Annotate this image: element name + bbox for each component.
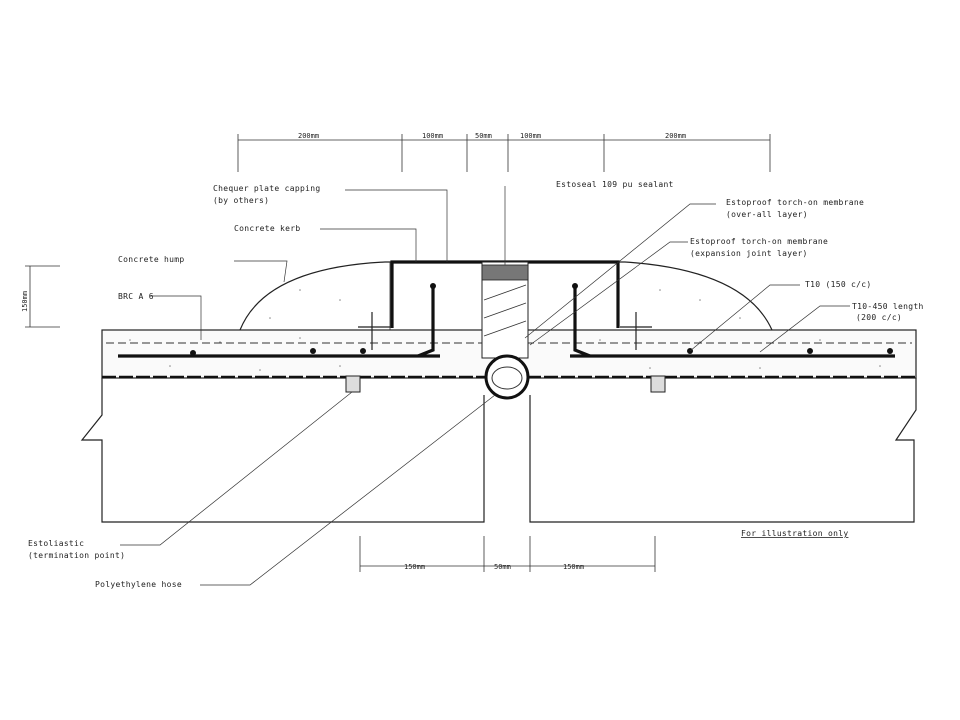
label-estoliastic-note: (termination point) [28, 551, 125, 560]
label-illustration-note: For illustration only [741, 529, 848, 538]
polyethylene-hose [484, 354, 530, 400]
label-concrete-hump: Concrete hump [118, 255, 185, 264]
dim-bottom-150-right: 150mm [563, 563, 584, 571]
label-t10-450-note: (200 c/c) [856, 313, 902, 322]
dim-top-100-right: 100mm [520, 132, 541, 140]
label-concrete-kerb: Concrete kerb [234, 224, 301, 233]
dim-bottom-150-left: 150mm [404, 563, 425, 571]
bent-bar-left [417, 286, 435, 358]
lower-slab-right [529, 378, 917, 523]
label-membrane-expansion: Estoproof torch-on membrane [690, 237, 828, 246]
anchor-bolts [358, 312, 652, 350]
joint-hatch [483, 284, 527, 337]
label-membrane-overall-note: (over-all layer) [726, 210, 808, 219]
dim-top-50: 50mm [475, 132, 492, 140]
label-chequer-plate: Chequer plate capping [213, 184, 320, 193]
hose-inner [491, 366, 523, 390]
bottom-dimension-line [359, 536, 656, 572]
dim-top-200-right: 200mm [665, 132, 686, 140]
leader-lines [120, 186, 850, 586]
dim-left-height: 150mm [21, 291, 29, 312]
estoliastic-block-right [650, 375, 666, 393]
dim-top-100-left: 100mm [422, 132, 443, 140]
estoliastic-block-left [345, 375, 361, 393]
label-estoseal: Estoseal 109 pu sealant [556, 180, 674, 189]
label-membrane-expansion-note: (expansion joint layer) [690, 249, 808, 258]
label-membrane-overall: Estoproof torch-on membrane [726, 198, 864, 207]
bent-bar-right [573, 286, 591, 358]
label-estoliastic: Estoliastic [28, 539, 84, 548]
label-t10-450: T10-450 length [852, 302, 924, 311]
concrete-speckle [129, 289, 881, 371]
lower-slab-left [80, 378, 485, 523]
estoseal-sealant [481, 264, 529, 281]
left-height-dimension [25, 265, 60, 328]
dim-bottom-50: 50mm [494, 563, 511, 571]
label-polyethylene-hose: Polyethylene hose [95, 580, 182, 589]
top-dimension-line [237, 134, 771, 172]
dim-top-200-left: 200mm [298, 132, 319, 140]
label-brc: BRC A 6 [118, 292, 154, 301]
label-t10: T10 (150 c/c) [805, 280, 872, 289]
label-chequer-plate-note: (by others) [213, 196, 269, 205]
